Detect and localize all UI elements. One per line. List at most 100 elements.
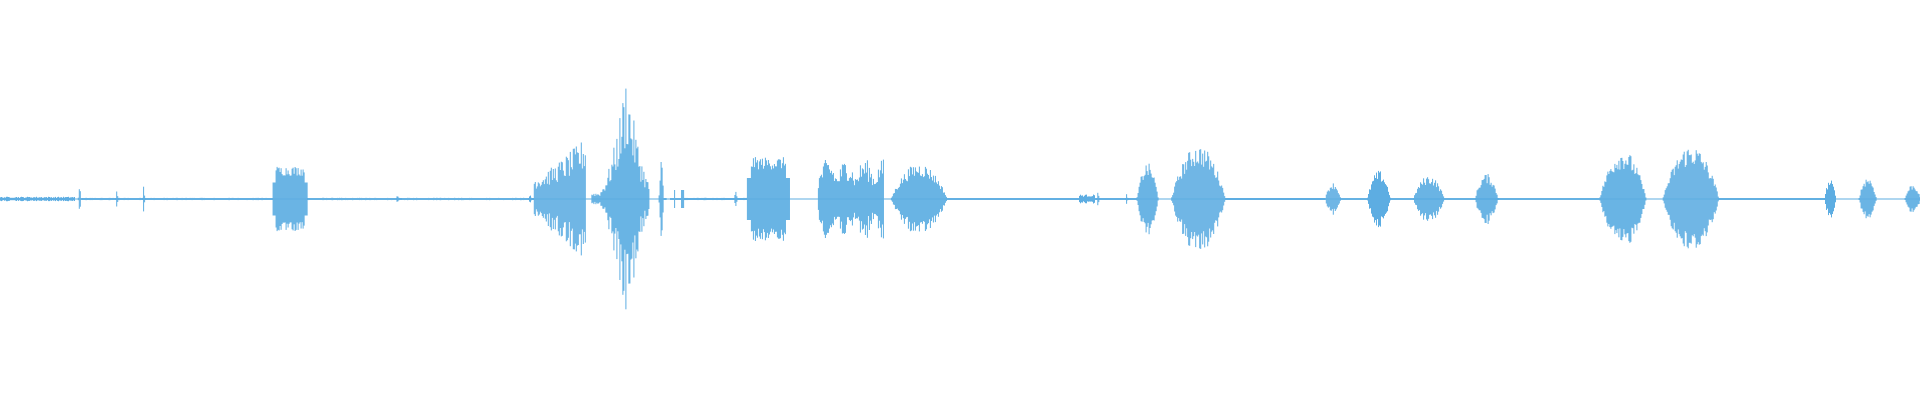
waveform-bar	[618, 159, 620, 239]
waveform-bar	[1095, 198, 1097, 200]
waveform-bar	[1048, 198, 1050, 200]
waveform-bar	[750, 166, 752, 232]
waveform-bar	[1248, 198, 1249, 200]
waveform-bar	[1237, 198, 1238, 200]
waveform-bar	[1748, 198, 1750, 200]
waveform-bar	[1764, 198, 1766, 200]
waveform-bar	[1005, 198, 1007, 200]
waveform-bar	[1020, 198, 1022, 200]
waveform-bar	[1287, 198, 1288, 200]
waveform-bar	[1783, 198, 1785, 200]
waveform-bar	[773, 164, 775, 234]
waveform-bar	[290, 175, 292, 223]
waveform-bar	[35, 197, 36, 201]
waveform-bar	[781, 163, 783, 235]
waveform-bar	[279, 172, 281, 226]
waveform-bar	[1092, 196, 1093, 202]
waveform-bar	[186, 198, 188, 200]
waveform-bar	[174, 198, 176, 200]
waveform-bar	[1094, 195, 1095, 203]
waveform-bar	[1470, 198, 1472, 200]
waveform-bar	[1290, 198, 1291, 200]
waveform-bar	[1782, 198, 1784, 200]
waveform-bar	[1283, 198, 1284, 200]
waveform-bar	[41, 197, 42, 201]
waveform-bar	[1375, 178, 1376, 221]
waveform-bar	[343, 198, 345, 200]
waveform-bar	[1720, 198, 1722, 200]
waveform-bar	[349, 198, 351, 200]
waveform-bar	[838, 181, 840, 217]
waveform-bar	[880, 160, 882, 238]
waveform-bar	[951, 198, 953, 200]
waveform-bar	[1406, 198, 1408, 200]
waveform-bar	[1308, 198, 1309, 200]
waveform-bar	[1534, 198, 1536, 200]
waveform-bar	[948, 198, 950, 200]
waveform-bar	[273, 182, 275, 216]
waveform-bar	[895, 189, 897, 209]
waveform-bar	[708, 198, 710, 200]
waveform-bar	[239, 198, 241, 200]
waveform-bar	[470, 198, 472, 200]
waveform-bar	[1418, 187, 1420, 211]
waveform-bar	[1595, 198, 1597, 200]
waveform-bar	[1643, 189, 1645, 209]
waveform-bar	[425, 198, 427, 200]
waveform-bar	[165, 198, 167, 200]
waveform-bar	[32, 197, 33, 201]
waveform-bar	[851, 172, 853, 226]
waveform-bar	[90, 198, 92, 200]
waveform-bar	[896, 189, 898, 209]
waveform-bar	[1303, 198, 1304, 200]
waveform-bar	[1696, 153, 1698, 245]
waveform-bar	[1828, 182, 1829, 216]
waveform-bar	[579, 163, 581, 235]
waveform-bar	[1243, 198, 1244, 200]
waveform-bar	[106, 198, 108, 200]
waveform-bar	[829, 172, 831, 226]
waveform-bar	[1715, 187, 1717, 211]
waveform-bar	[621, 136, 623, 262]
waveform-bar	[647, 182, 649, 216]
waveform-bar	[840, 176, 842, 222]
waveform-bar	[645, 179, 647, 219]
waveform-bar	[993, 198, 995, 200]
waveform-bar	[1763, 198, 1765, 200]
waveform-bar	[1332, 183, 1334, 215]
waveform-bar	[324, 198, 326, 200]
waveform-bar	[236, 198, 238, 200]
waveform-bar	[507, 198, 509, 200]
waveform-bar	[1506, 198, 1508, 200]
waveform-bar	[765, 160, 767, 238]
waveform-bar	[583, 166, 585, 232]
waveform-bar	[107, 198, 109, 200]
waveform-bar	[771, 165, 773, 233]
waveform-bar	[1296, 198, 1297, 200]
waveform-bar	[202, 198, 204, 200]
waveform-bar	[1505, 198, 1507, 200]
waveform-bar	[80, 198, 82, 200]
waveform-bar	[1587, 198, 1589, 200]
waveform-bar	[520, 197, 522, 201]
waveform-bar	[1223, 192, 1225, 206]
waveform-bar	[92, 198, 94, 200]
waveform-bar	[659, 180, 661, 218]
waveform-bar	[256, 198, 258, 200]
waveform-bar	[1791, 198, 1793, 200]
waveform-bar	[940, 186, 942, 212]
waveform-bar	[15, 197, 16, 201]
waveform-bar	[1802, 198, 1804, 200]
waveform-bar	[1673, 175, 1675, 223]
waveform-bar	[276, 166, 278, 232]
waveform-bar	[1058, 198, 1060, 200]
waveform-bar	[1478, 187, 1480, 211]
waveform-bar	[1181, 178, 1183, 220]
waveform-bar	[1422, 184, 1424, 214]
waveform-bar	[846, 180, 848, 218]
waveform-bar	[912, 167, 914, 231]
waveform-bar	[229, 198, 231, 200]
waveform-bar	[1322, 198, 1323, 200]
